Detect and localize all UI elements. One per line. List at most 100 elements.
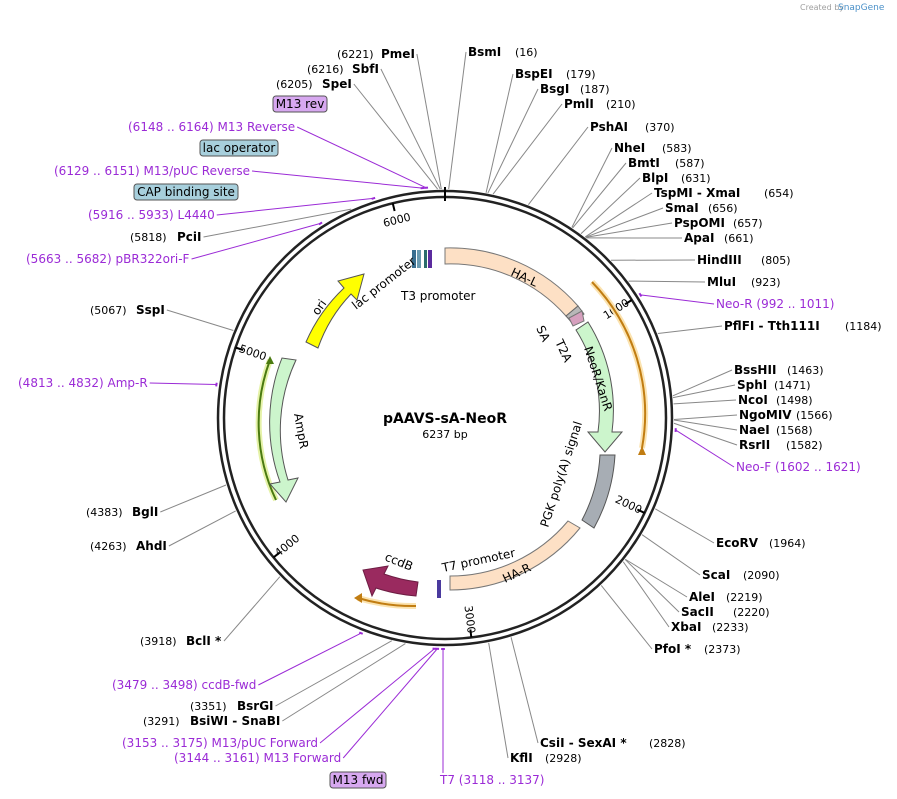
- site-tspmi-xmai[interactable]: TspMI - XmaI(654): [654, 186, 794, 200]
- site-name: BssHII: [734, 363, 776, 377]
- primer-leader-line: [191, 222, 321, 260]
- primer-t7[interactable]: T7 (3118 .. 3137): [439, 773, 544, 787]
- site-sphi[interactable]: SphI(1471): [737, 378, 811, 392]
- primer-m13-forward[interactable]: (3144 .. 3161) M13 Forward: [174, 751, 341, 765]
- primer-m13-puc-reverse[interactable]: (6129 .. 6151) M13/pUC Reverse: [54, 164, 250, 178]
- leader-line: [380, 68, 441, 190]
- site-sacii[interactable]: SacII(2220): [681, 605, 770, 619]
- site-bsiwi-snabi[interactable]: (3291)BsiWI - SnaBI: [143, 714, 280, 728]
- leader-line: [282, 643, 406, 722]
- primer-l4440[interactable]: (5916 .. 5933) L4440: [88, 208, 215, 222]
- leader-line: [168, 510, 236, 547]
- orf-arc-neo-head: [638, 446, 646, 455]
- site-bgli[interactable]: (4383)BglI: [86, 505, 158, 519]
- feature-t7-promoter[interactable]: [437, 580, 441, 598]
- site-pspomi[interactable]: PspOMI (657): [674, 216, 763, 230]
- credit-created-by: Created by: [800, 3, 844, 12]
- site-pos: (3351): [190, 700, 227, 713]
- site-bsmi[interactable]: BsmI(16): [468, 45, 538, 59]
- site-rsrii[interactable]: RsrII(1582): [739, 438, 823, 452]
- primer-m13-reverse[interactable]: (6148 .. 6164) M13 Reverse: [128, 120, 295, 134]
- feature-t2a[interactable]: [568, 310, 585, 327]
- feature-ampr[interactable]: [269, 357, 299, 503]
- boxed-feature-m13-fwd[interactable]: M13 fwd: [329, 771, 387, 789]
- site-hindiii[interactable]: HindIII(805): [697, 253, 791, 267]
- primer-neo-f[interactable]: Neo-F (1602 .. 1621): [736, 460, 861, 474]
- site-pmli[interactable]: PmlI(210): [564, 97, 636, 111]
- boxed-feature-m13-rev[interactable]: M13 rev: [272, 95, 328, 113]
- site-smai[interactable]: SmaI(656): [665, 201, 738, 215]
- site-pcii[interactable]: (5818)PciI: [130, 230, 202, 244]
- primer-ccdb-fwd[interactable]: (3479 .. 3498) ccdB-fwd: [112, 678, 256, 692]
- label-ccdb: ccdB: [383, 550, 415, 574]
- site-name: TspMI - XmaI: [654, 186, 740, 200]
- primer-m13-puc-forward[interactable]: (3153 .. 3175) M13/pUC Forward: [122, 736, 318, 750]
- site-mlui[interactable]: MluI(923): [707, 275, 781, 289]
- site-pmei[interactable]: (6221)PmeI: [337, 47, 415, 61]
- site-bspei[interactable]: BspEI(179): [515, 67, 596, 81]
- site-name: SspI: [136, 303, 165, 317]
- leader-line: [673, 414, 738, 421]
- primer-neo-r[interactable]: Neo-R (992 .. 1011): [716, 297, 834, 311]
- site-sspi[interactable]: (5067) SspI: [90, 303, 165, 317]
- feature-ha-l[interactable]: [444, 247, 579, 317]
- primer-amp-r[interactable]: (4813 .. 4832) Amp-R: [18, 376, 148, 390]
- boxed-feature-cap-binding-site[interactable]: CAP binding site: [133, 183, 239, 201]
- leader-line: [673, 419, 738, 431]
- site-csii-sexai[interactable]: CsiI - SexAI *(2828): [540, 736, 686, 750]
- site-blpi[interactable]: BlpI(631): [642, 171, 711, 185]
- leader-line: [485, 73, 514, 193]
- boxed-feature-lac-operator[interactable]: lac operator: [199, 139, 279, 157]
- feature-ha-r[interactable]: [449, 520, 581, 591]
- feature-lac-operator[interactable]: [424, 250, 427, 268]
- site-bsshii[interactable]: BssHII(1463): [734, 363, 824, 377]
- site-bmti[interactable]: BmtI(587): [628, 156, 705, 170]
- primer-pbr322ori-f[interactable]: (5663 .. 5682) pBR322ori-F: [26, 252, 190, 266]
- primer-binding-mark: [638, 292, 643, 297]
- site-kfli[interactable]: KflI(2928): [510, 751, 582, 765]
- site-ncoi[interactable]: NcoI(1498): [738, 393, 813, 407]
- feature-t3-promoter[interactable]: [428, 250, 432, 268]
- leader-line: [166, 309, 234, 331]
- site-pos: (657): [733, 217, 763, 230]
- site-pflfi-tth111i[interactable]: PflFI - Tth111I(1184): [724, 319, 882, 333]
- site-pos: (187): [580, 83, 610, 96]
- site-alei[interactable]: AleI(2219): [689, 590, 763, 604]
- site-bsrgi[interactable]: (3351)BsrGI: [190, 699, 274, 713]
- site-pos: (587): [675, 157, 705, 170]
- feature-ori[interactable]: [305, 273, 365, 349]
- site-naei[interactable]: NaeI(1568): [739, 423, 813, 437]
- site-name: XbaI: [671, 620, 701, 634]
- site-spei[interactable]: (6205)SpeI: [276, 77, 352, 91]
- site-bsgi[interactable]: BsgI(187): [540, 82, 610, 96]
- site-ecorv[interactable]: EcoRV(1964): [716, 536, 806, 550]
- site-ngomiv[interactable]: NgoMIV(1566): [739, 408, 833, 422]
- feature-lac-promoter[interactable]: [417, 250, 421, 268]
- leader-line: [657, 325, 723, 334]
- site-pos: (5067): [90, 304, 127, 317]
- site-pos: (370): [645, 121, 675, 134]
- site-name: PspOMI: [674, 216, 725, 230]
- site-name: BspEI: [515, 67, 553, 81]
- site-scai[interactable]: ScaI(2090): [702, 568, 780, 582]
- feature-ccdb[interactable]: [362, 565, 419, 598]
- site-pfoi[interactable]: PfoI *(2373): [654, 642, 741, 656]
- site-pshai[interactable]: PshAI(370): [590, 120, 675, 134]
- site-bcli[interactable]: (3918)BclI *: [140, 634, 222, 648]
- site-ahdi[interactable]: (4263)AhdI: [90, 539, 167, 553]
- feature-neor-kanr[interactable]: [575, 321, 624, 453]
- primer-binding-mark: [371, 196, 376, 200]
- tick-mark: [624, 299, 633, 306]
- leader-line: [510, 637, 539, 744]
- feature-cap-site[interactable]: [412, 250, 416, 268]
- site-name: SbfI: [352, 62, 379, 76]
- leader-line: [654, 508, 715, 544]
- site-apai[interactable]: ApaI(661): [684, 231, 754, 245]
- orf-arc-neo: [591, 281, 647, 449]
- site-nhei[interactable]: NheI(583): [614, 141, 692, 155]
- leader-line: [527, 126, 589, 206]
- site-xbai[interactable]: XbaI(2233): [671, 620, 749, 634]
- tick-mark: [391, 203, 396, 212]
- feature-pgk-polya[interactable]: [581, 454, 616, 529]
- site-sbfi[interactable]: (6216)SbfI: [307, 62, 379, 76]
